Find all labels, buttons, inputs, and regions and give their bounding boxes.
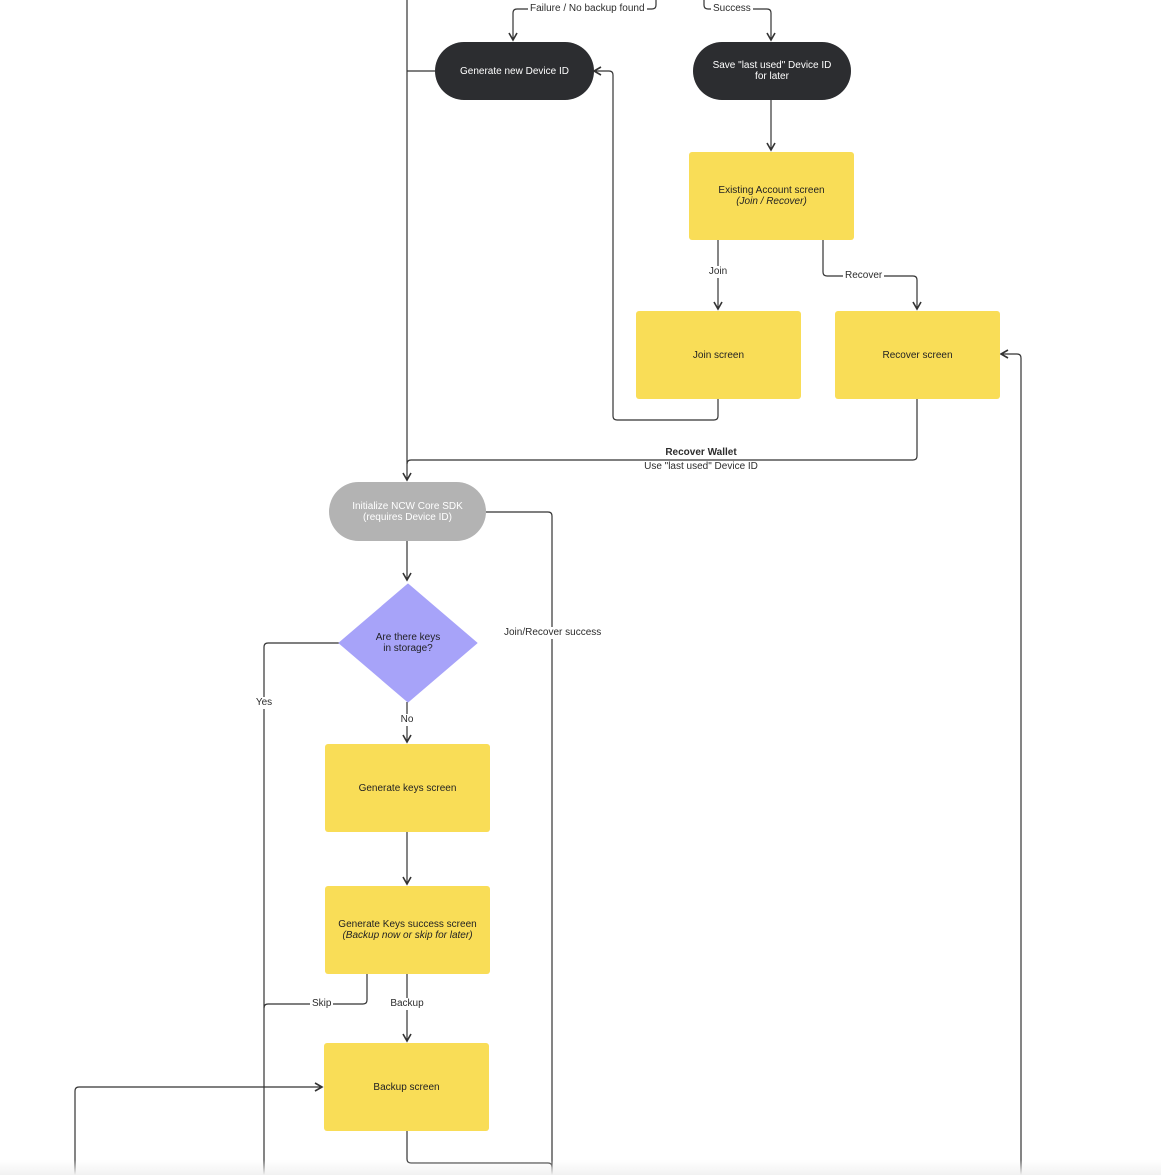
edge-label-skip: Skip: [310, 998, 334, 1010]
join-screen-label: Join screen: [692, 349, 745, 361]
existing-account-label: Existing Account screen: [718, 185, 825, 196]
generate-keys-label: Generate keys screen: [358, 782, 457, 794]
keys-success-sublabel: (Backup now or skip for later): [342, 930, 473, 941]
backup-screen-node: Backup screen: [324, 1043, 489, 1131]
edge-label-no: No: [398, 714, 416, 726]
edge-join-to-generate: [592, 66, 719, 421]
recover-screen-label: Recover screen: [882, 349, 953, 361]
join-screen-node: Join screen: [636, 311, 801, 399]
save-device-id-label: Save "last used" Device ID for later: [712, 60, 832, 82]
generate-device-id-node: Generate new Device ID: [435, 42, 594, 100]
edge-join-recover-success: [486, 511, 553, 1175]
save-device-id-node: Save "last used" Device ID for later: [693, 42, 851, 100]
generate-device-id-label: Generate new Device ID: [460, 65, 569, 77]
backup-screen-label: Backup screen: [373, 1081, 440, 1093]
init-sdk-node: Initialize NCW Core SDK (requires Device…: [329, 482, 486, 541]
keys-decision-label: Are there keys in storage?: [375, 632, 441, 654]
edge-right-to-recover: [999, 349, 1022, 1175]
edge-label-backup: Backup: [388, 998, 426, 1010]
recover-screen-node: Recover screen: [835, 311, 1000, 399]
keys-success-node: Generate Keys success screen (Backup now…: [325, 886, 490, 974]
edge-recover-wallet: [406, 398, 918, 465]
edge-label-yes: Yes: [253, 697, 275, 709]
edge-skip: [263, 974, 368, 1009]
edge-left-to-backup: [74, 1082, 324, 1175]
edge-label-recover: Recover: [843, 270, 885, 282]
edge-yes: [263, 642, 339, 1175]
existing-account-sublabel: (Join / Recover): [736, 196, 807, 207]
edge-label-join-recover-success: Join/Recover success: [502, 627, 604, 639]
bottom-fade: [0, 1160, 1161, 1175]
edge-label-success: Success: [711, 3, 753, 15]
keys-success-label: Generate Keys success screen: [338, 919, 477, 930]
edge-label-failure: Failure / No backup found: [528, 3, 647, 15]
edge-label-join: Join: [706, 266, 730, 278]
edge-label-use-last-used: Use "last used" Device ID: [642, 461, 760, 473]
keys-decision-text: Are there keys in storage?: [339, 584, 477, 702]
keys-decision-diamond: [338, 583, 478, 703]
init-sdk-label: Initialize NCW Core SDK (requires Device…: [352, 500, 463, 523]
edge-label-recover-wallet: Recover Wallet: [663, 447, 739, 459]
generate-keys-node: Generate keys screen: [325, 744, 490, 832]
existing-account-node: Existing Account screen (Join / Recover): [689, 152, 854, 240]
